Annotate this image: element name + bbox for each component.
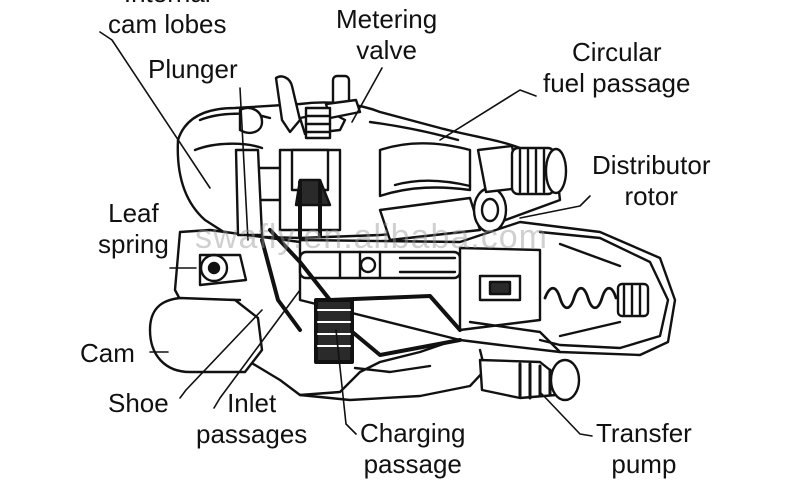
label-plunger: Plunger: [148, 54, 238, 84]
watermark: swafly.en.alibaba.com: [195, 218, 548, 256]
leader-transfer-pump: [539, 391, 593, 437]
fuel-passages: [260, 180, 462, 364]
leader-cam-lobes: [99, 31, 211, 189]
label-cam: Cam: [80, 338, 135, 368]
label-charging-passage: Charging passage: [360, 418, 466, 479]
label-inlet-passages: Inlet passages: [196, 388, 308, 449]
label-leaf-spring: Leaf spring: [98, 198, 169, 259]
plunger-head: [234, 106, 342, 237]
metering-valve-lever: [274, 74, 362, 140]
leader-distributor-rotor: [519, 195, 591, 219]
transfer-pump: [478, 358, 581, 402]
leader-charging-passage: [335, 329, 357, 435]
label-transfer-pump: Transfer pump: [596, 418, 692, 479]
label-cam-lobes: Internal cam lobes: [108, 0, 227, 39]
label-metering-valve: Metering valve: [336, 4, 438, 65]
label-shoe: Shoe: [108, 388, 169, 418]
fuel-passage-fitting: [378, 142, 568, 242]
leader-lines: [99, 31, 593, 437]
leader-circular-fuel-passage: [439, 89, 537, 141]
leader-inlet-passages: [213, 289, 301, 409]
label-circular-fuel-passage: Circular fuel passage: [543, 37, 691, 98]
label-distributor-rotor: Distributor rotor: [592, 150, 711, 211]
leader-plunger: [239, 87, 249, 241]
leader-shoe: [179, 309, 263, 399]
leader-metering-valve: [351, 67, 383, 123]
distributor-rotor-body: [298, 220, 677, 357]
